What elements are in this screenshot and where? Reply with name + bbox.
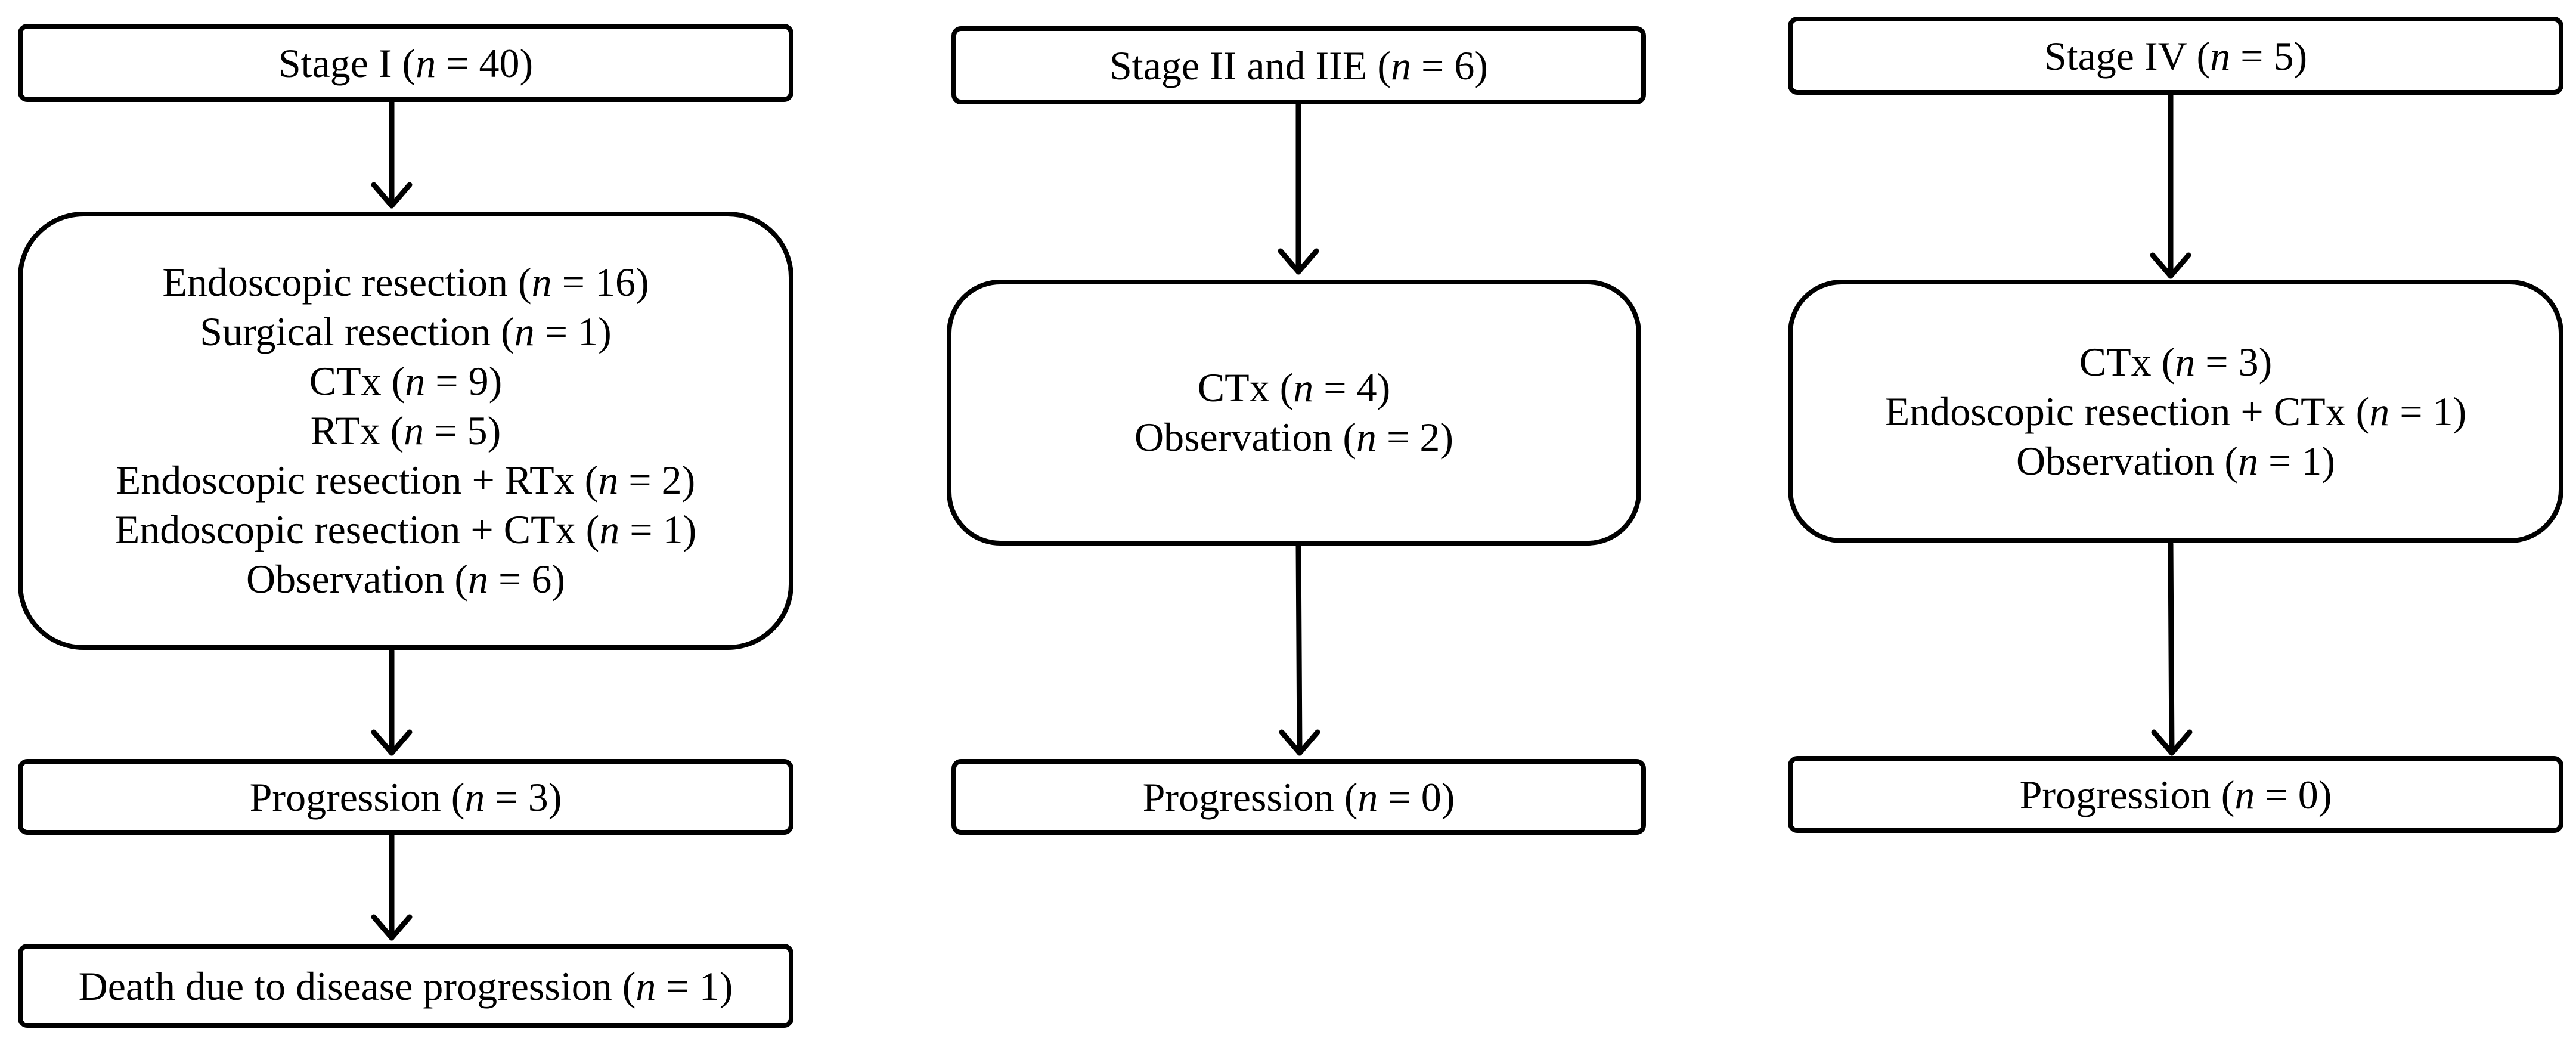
- arrow-stage1-to-treatment: [371, 98, 413, 209]
- stage-1-progression-box: Progression (n = 3): [18, 759, 793, 835]
- arrow-stage2-to-treatment: [1278, 101, 1319, 275]
- treatment-line: Endoscopic resection + CTx (n = 1): [114, 507, 697, 552]
- progression-label: Progression (n = 0): [1142, 774, 1455, 820]
- stage-1-treatment-box: Endoscopic resection (n = 16) Surgical r…: [18, 212, 793, 650]
- progression-label: Progression (n = 3): [249, 774, 562, 820]
- stage-1-death-box: Death due to disease progression (n = 1): [18, 944, 793, 1028]
- stage-1-box: Stage I (n = 40): [18, 24, 793, 102]
- stage-2-progression-box: Progression (n = 0): [951, 759, 1646, 835]
- treatment-line: Endoscopic resection + RTx (n = 2): [116, 457, 696, 503]
- stage-4-treatment-box: CTx (n = 3) Endoscopic resection + CTx (…: [1788, 280, 2563, 543]
- treatment-line: RTx (n = 5): [310, 408, 501, 453]
- treatment-line: Observation (n = 1): [2016, 438, 2335, 484]
- stage-4-progression-box: Progression (n = 0): [1788, 756, 2563, 833]
- stage-2-box: Stage II and IIE (n = 6): [951, 26, 1646, 104]
- death-label: Death due to disease progression (n = 1): [78, 963, 733, 1009]
- treatment-line: Observation (n = 6): [246, 556, 565, 602]
- stage-4-box: Stage IV (n = 5): [1788, 17, 2563, 95]
- treatment-line: CTx (n = 9): [309, 358, 503, 404]
- stage-1-label: Stage I (n = 40): [278, 40, 534, 86]
- treatment-line: CTx (n = 3): [2079, 339, 2273, 385]
- arrow-stage4-treatment-to-progression: [2151, 541, 2193, 756]
- stage-4-label: Stage IV (n = 5): [2044, 33, 2308, 79]
- treatment-line: CTx (n = 4): [1197, 365, 1391, 410]
- progression-label: Progression (n = 0): [2019, 772, 2332, 817]
- stage-2-treatment-box: CTx (n = 4) Observation (n = 2): [947, 280, 1641, 546]
- stage-2-label: Stage II and IIE (n = 6): [1109, 42, 1488, 88]
- arrow-stage1-progression-to-death: [371, 830, 413, 941]
- arrow-stage1-treatment-to-progression: [371, 648, 413, 756]
- treatment-line: Observation (n = 2): [1134, 414, 1453, 460]
- treatment-line: Surgical resection (n = 1): [200, 309, 612, 354]
- arrow-stage4-to-treatment: [2150, 92, 2191, 279]
- treatment-line: Endoscopic resection (n = 16): [162, 259, 649, 305]
- treatment-line: Endoscopic resection + CTx (n = 1): [1884, 388, 2467, 434]
- arrow-stage2-treatment-to-progression: [1279, 540, 1320, 756]
